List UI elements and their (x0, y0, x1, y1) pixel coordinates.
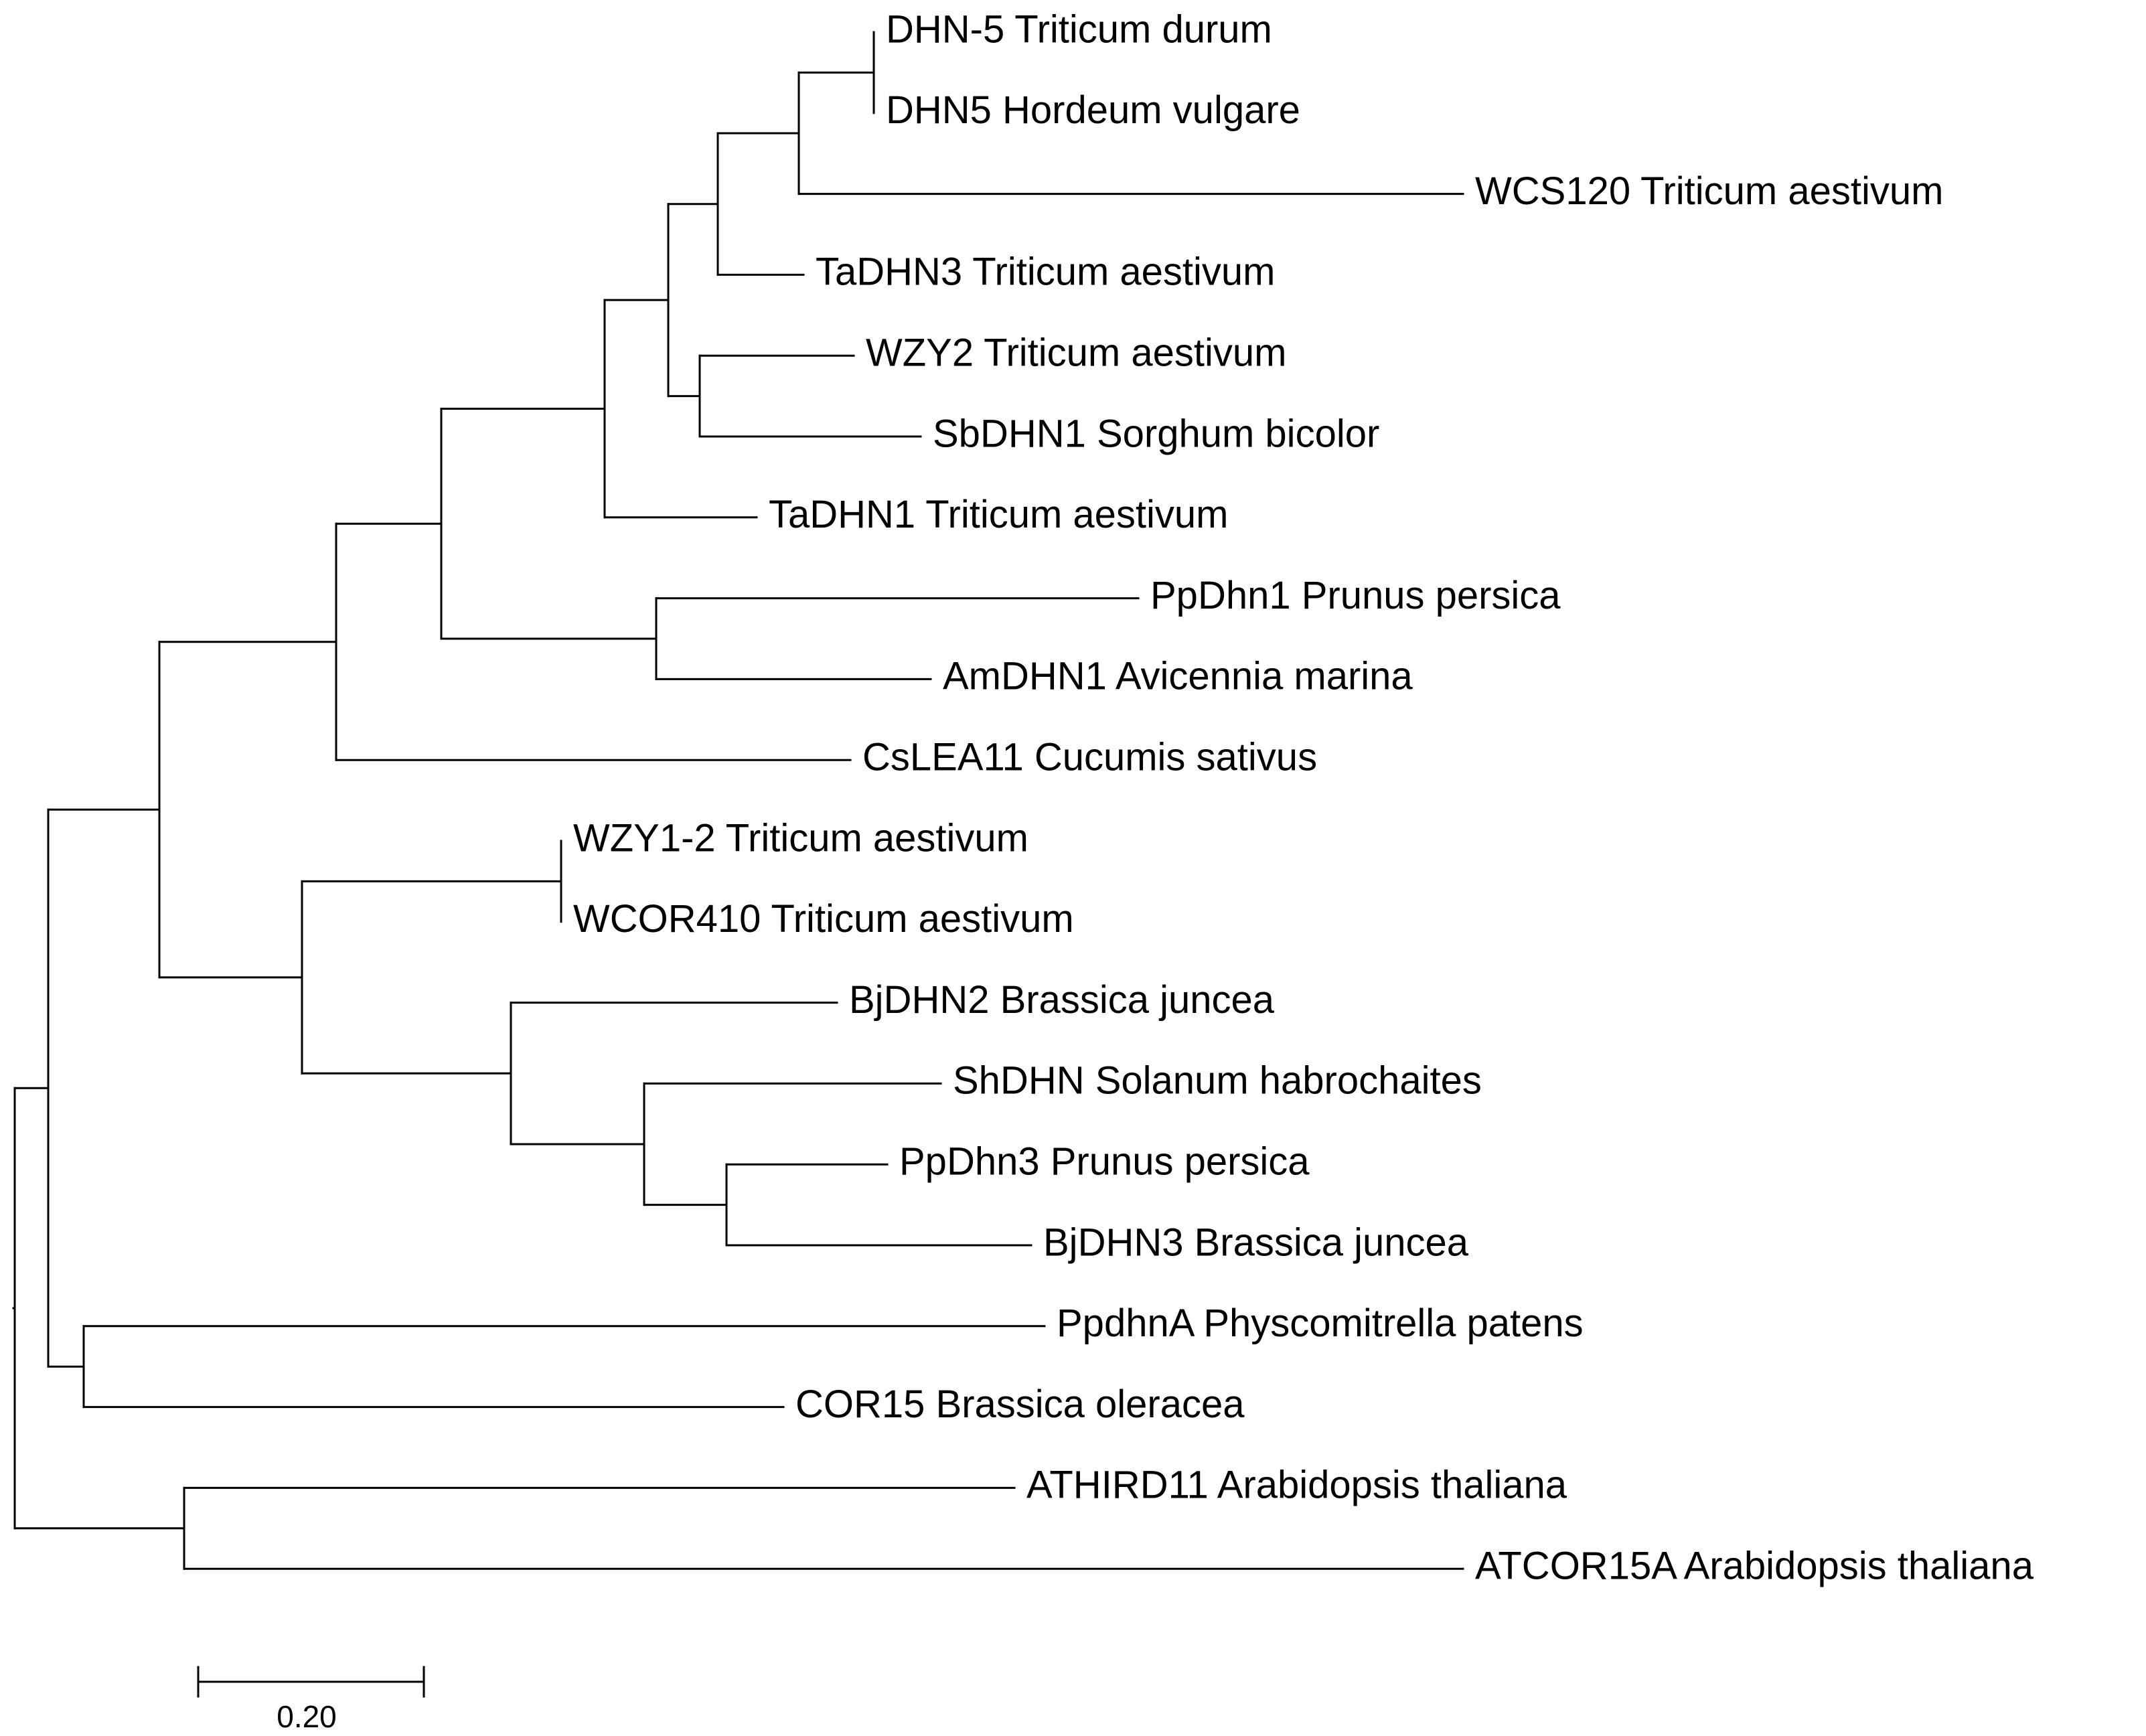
leaf-label-cslea11: CsLEA11 Cucumis sativus (862, 736, 1317, 779)
leaf-label-dhn5td: DHN-5 Triticum durum (886, 7, 1272, 51)
leaf-label-dhn5hv: DHN5 Hordeum vulgare (886, 88, 1300, 132)
leaf-label-amdhn1: AmDHN1 Avicennia marina (943, 655, 1413, 698)
tree-branches (12, 31, 1464, 1570)
scale-bar: 0.20 (197, 1666, 425, 1734)
leaf-label-wcs120: WCS120 Triticum aestivum (1475, 169, 1943, 213)
leaf-label-ppdhn1: PpDhn1 Prunus persica (1150, 574, 1561, 617)
leaf-label-sbdhn1: SbDHN1 Sorghum bicolor (933, 412, 1379, 455)
scale-bar-label: 0.20 (277, 1699, 337, 1734)
leaf-label-bjdhn2: BjDHN2 Brassica juncea (849, 978, 1275, 1022)
leaf-label-tadhn1: TaDHN1 Triticum aestivum (769, 493, 1228, 536)
leaf-label-wzy12: WZY1-2 Triticum aestivum (573, 816, 1028, 860)
leaf-label-atcor15a: ATCOR15A Arabidopsis thaliana (1475, 1545, 2034, 1588)
leaf-label-wcor410: WCOR410 Triticum aestivum (573, 897, 1074, 941)
leaf-label-athird11: ATHIRD11 Arabidopsis thaliana (1026, 1464, 1567, 1507)
leaf-label-tadhn3: TaDHN3 Triticum aestivum (816, 250, 1275, 294)
leaf-label-shdhn: ShDHN Solanum habrochaites (953, 1059, 1482, 1103)
leaf-label-cor15: COR15 Brassica oleracea (795, 1383, 1245, 1426)
leaf-label-bjdhn3: BjDHN3 Brassica juncea (1043, 1220, 1469, 1264)
leaf-label-ppdhn3: PpDhn3 Prunus persica (899, 1140, 1310, 1184)
leaf-label-wzy2: WZY2 Triticum aestivum (866, 331, 1286, 375)
leaf-label-ppdhna: PpdhnA Physcomitrella patens (1057, 1301, 1584, 1345)
